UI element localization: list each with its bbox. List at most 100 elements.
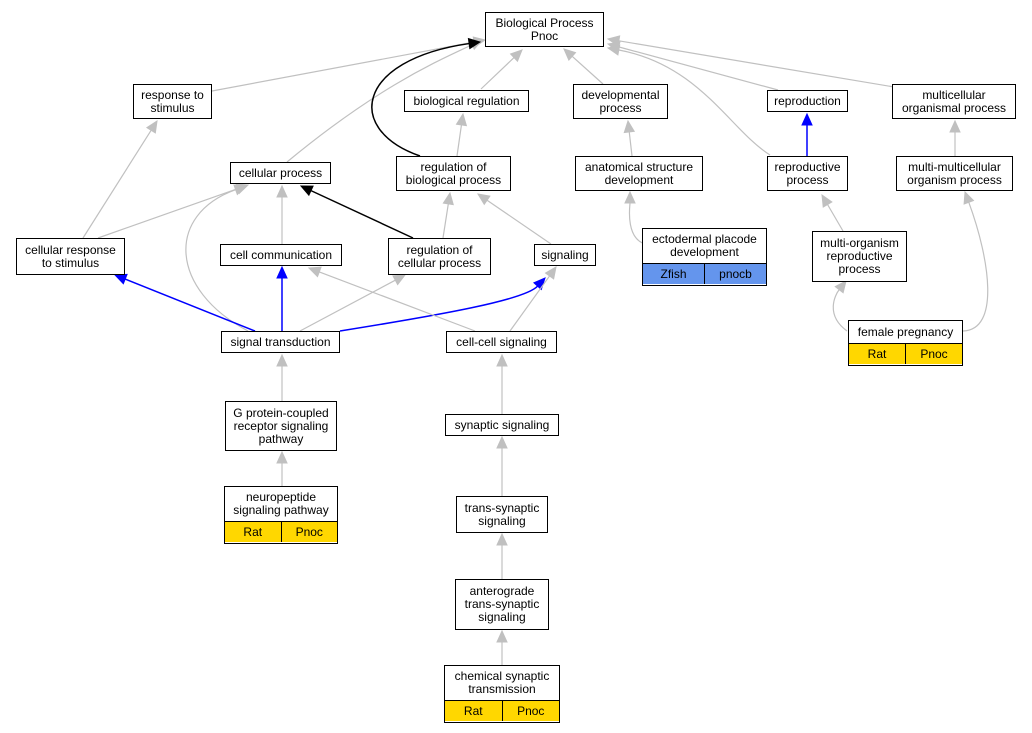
node-multimulti[interactable]: multi-multicellular organism process (896, 156, 1013, 191)
species-cell: Rat (849, 344, 905, 364)
arrowhead-regcell-to-cellproc (299, 185, 314, 197)
gene-cell: pnocb (704, 264, 766, 284)
arrowhead-ecto-to-anat (624, 190, 636, 204)
species-cell: Rat (445, 701, 502, 721)
node-dev[interactable]: developmental process (573, 84, 668, 119)
arrowhead-regcell-to-regbio (442, 191, 454, 206)
arrowhead-transsyn-to-synaptic (496, 435, 508, 449)
node-label: synaptic signaling (454, 417, 550, 432)
arrowhead-cellcell-to-signaling (544, 266, 557, 280)
edge-sigtrans-to-regcell (299, 279, 396, 332)
node-label: trans-synaptic signaling (464, 500, 540, 528)
edge-cellresp-to-cellproc (97, 188, 238, 239)
node-label: response to stimulus (141, 87, 204, 115)
arrowhead-reproproc-to-root (606, 44, 621, 56)
node-label: multi-organism reproductive process (820, 236, 899, 276)
node-label: anterograde trans-synaptic signaling (464, 584, 540, 624)
node-sigtrans[interactable]: signal transduction (221, 331, 340, 353)
edge-repro-to-root (618, 46, 779, 91)
node-response[interactable]: response to stimulus (133, 84, 212, 119)
node-label: cellular response to stimulus (25, 242, 116, 270)
node-synaptic[interactable]: synaptic signaling (445, 414, 559, 436)
node-label: cell-cell signaling (456, 334, 547, 349)
node-multi[interactable]: multicellular organismal process (892, 84, 1016, 119)
edge-dev-to-root (571, 55, 604, 85)
edge-regbio-to-bioreg (456, 124, 463, 157)
node-reproproc[interactable]: reproductive process (767, 156, 848, 191)
arrowhead-regbio-to-root (467, 37, 482, 50)
node-cellcomm[interactable]: cell communication (220, 244, 342, 266)
arrowhead-chemsyn-to-antero (496, 629, 508, 643)
edge-cellresp-to-response (82, 129, 152, 239)
arrowhead-multi-to-root (606, 35, 621, 47)
edge-female-to-multiorg (832, 289, 848, 332)
node-label: ectodermal placode development (652, 232, 757, 259)
node-label: reproductive process (774, 159, 841, 187)
arrowhead-synaptic-to-cellcell (496, 353, 508, 367)
gene-cell: Pnoc (501, 701, 559, 721)
edge-ecto-to-anat (628, 202, 646, 245)
edge-multi-to-root (618, 40, 895, 88)
node-label: cell communication (229, 247, 333, 262)
node-cellproc[interactable]: cellular process (230, 162, 331, 184)
arrowhead-cellcomm-to-cellproc (276, 184, 288, 198)
node-label: G protein-coupled receptor signaling pat… (233, 405, 329, 446)
edge-sigtrans-to-signaling (339, 285, 539, 332)
arrowhead-reproproc-to-repro (801, 112, 813, 126)
node-label: multicellular organismal process (901, 87, 1007, 115)
edge-anat-to-dev (628, 131, 633, 157)
node-cellresp[interactable]: cellular response to stimulus (16, 238, 125, 275)
node-signaling[interactable]: signaling (534, 244, 596, 266)
edge-cellproc-to-root (286, 44, 473, 163)
node-regbio[interactable]: regulation of biological process (396, 156, 511, 191)
edge-cellcell-to-signaling (509, 275, 551, 332)
edge-female-to-multimulti (962, 202, 989, 332)
node-regcell[interactable]: regulation of cellular process (388, 238, 491, 275)
edge-multiorg-to-reproproc (827, 204, 844, 232)
arrowhead-cellcell-to-cellcomm (307, 266, 322, 278)
edge-bioreg-to-root (480, 57, 515, 90)
node-cellcell[interactable]: cell-cell signaling (446, 331, 557, 353)
arrowhead-sigtrans-to-cellproc (233, 184, 248, 196)
arrowhead-regbio-to-bioreg (455, 112, 468, 127)
node-label: multi-multicellular organism process (907, 159, 1002, 187)
arrowhead-sigtrans-to-cellcomm (276, 265, 288, 279)
node-transsyn[interactable]: trans-synaptic signaling (456, 496, 548, 533)
node-label: reproduction (774, 93, 841, 108)
arrowhead-sigtrans-to-cellresp (113, 273, 128, 285)
node-bioreg[interactable]: biological regulation (404, 90, 529, 112)
edge-response-to-root (211, 41, 475, 92)
node-anat[interactable]: anatomical structure development (575, 156, 703, 191)
arrowhead-sigtrans-to-regcell (392, 274, 407, 286)
arrowhead-multiorg-to-reproproc (821, 193, 833, 208)
node-label: signaling (541, 247, 589, 262)
node-root[interactable]: Biological Process Pnoc (485, 12, 604, 47)
arrowhead-signaling-to-regbio (477, 193, 491, 206)
node-label: Biological Process Pnoc (495, 15, 594, 43)
node-label: chemical synaptic transmission (454, 669, 550, 696)
node-gpcr[interactable]: G protein-coupled receptor signaling pat… (225, 401, 337, 451)
node-label: signal transduction (230, 334, 331, 349)
arrowhead-female-to-multimulti (963, 190, 975, 205)
gene-cell: Pnoc (905, 344, 962, 364)
node-repro[interactable]: reproduction (767, 90, 848, 112)
node-antero[interactable]: anterograde trans-synaptic signaling (455, 579, 549, 630)
arrowhead-gpcr-to-sigtrans (276, 353, 288, 367)
node-multiorg[interactable]: multi-organism reproductive process (812, 231, 907, 282)
gene-cell: Pnoc (280, 522, 337, 542)
arrowhead-cellresp-to-response (145, 119, 158, 134)
arrowhead-antero-to-transsyn (496, 532, 508, 546)
edge-regbio-to-root (371, 42, 470, 157)
arrowhead-female-to-multiorg (834, 280, 847, 294)
arrowhead-multimulti-to-multi (949, 119, 961, 133)
species-cell: Zfish (643, 264, 704, 284)
edge-regcell-to-cellproc (310, 189, 414, 239)
